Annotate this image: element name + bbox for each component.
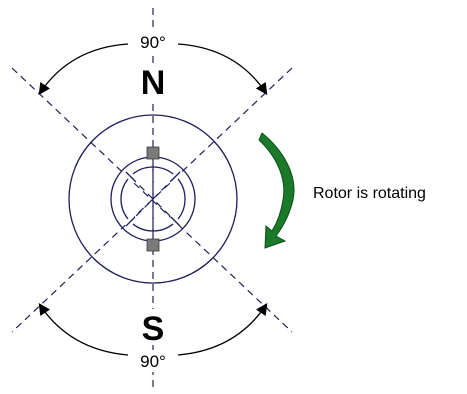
- bottom-brush: [146, 238, 160, 252]
- commutator-gaps: [123, 169, 183, 229]
- rotation-arrow-icon: [258, 132, 295, 249]
- bottom-angle-arc: [40, 305, 266, 356]
- bottom-angle-label: 90°: [140, 352, 166, 371]
- rotation-caption: Rotor is rotating: [313, 185, 426, 202]
- south-pole-label: S: [142, 310, 165, 348]
- top-brush: [146, 146, 160, 160]
- rotor-center-lines: [130, 157, 176, 241]
- top-angle-label: 90°: [140, 33, 166, 52]
- north-pole-label: N: [141, 64, 166, 102]
- top-angle-arc: [40, 43, 266, 93]
- diagonal-axis-right: [11, 67, 293, 333]
- stator-circle: [68, 114, 238, 284]
